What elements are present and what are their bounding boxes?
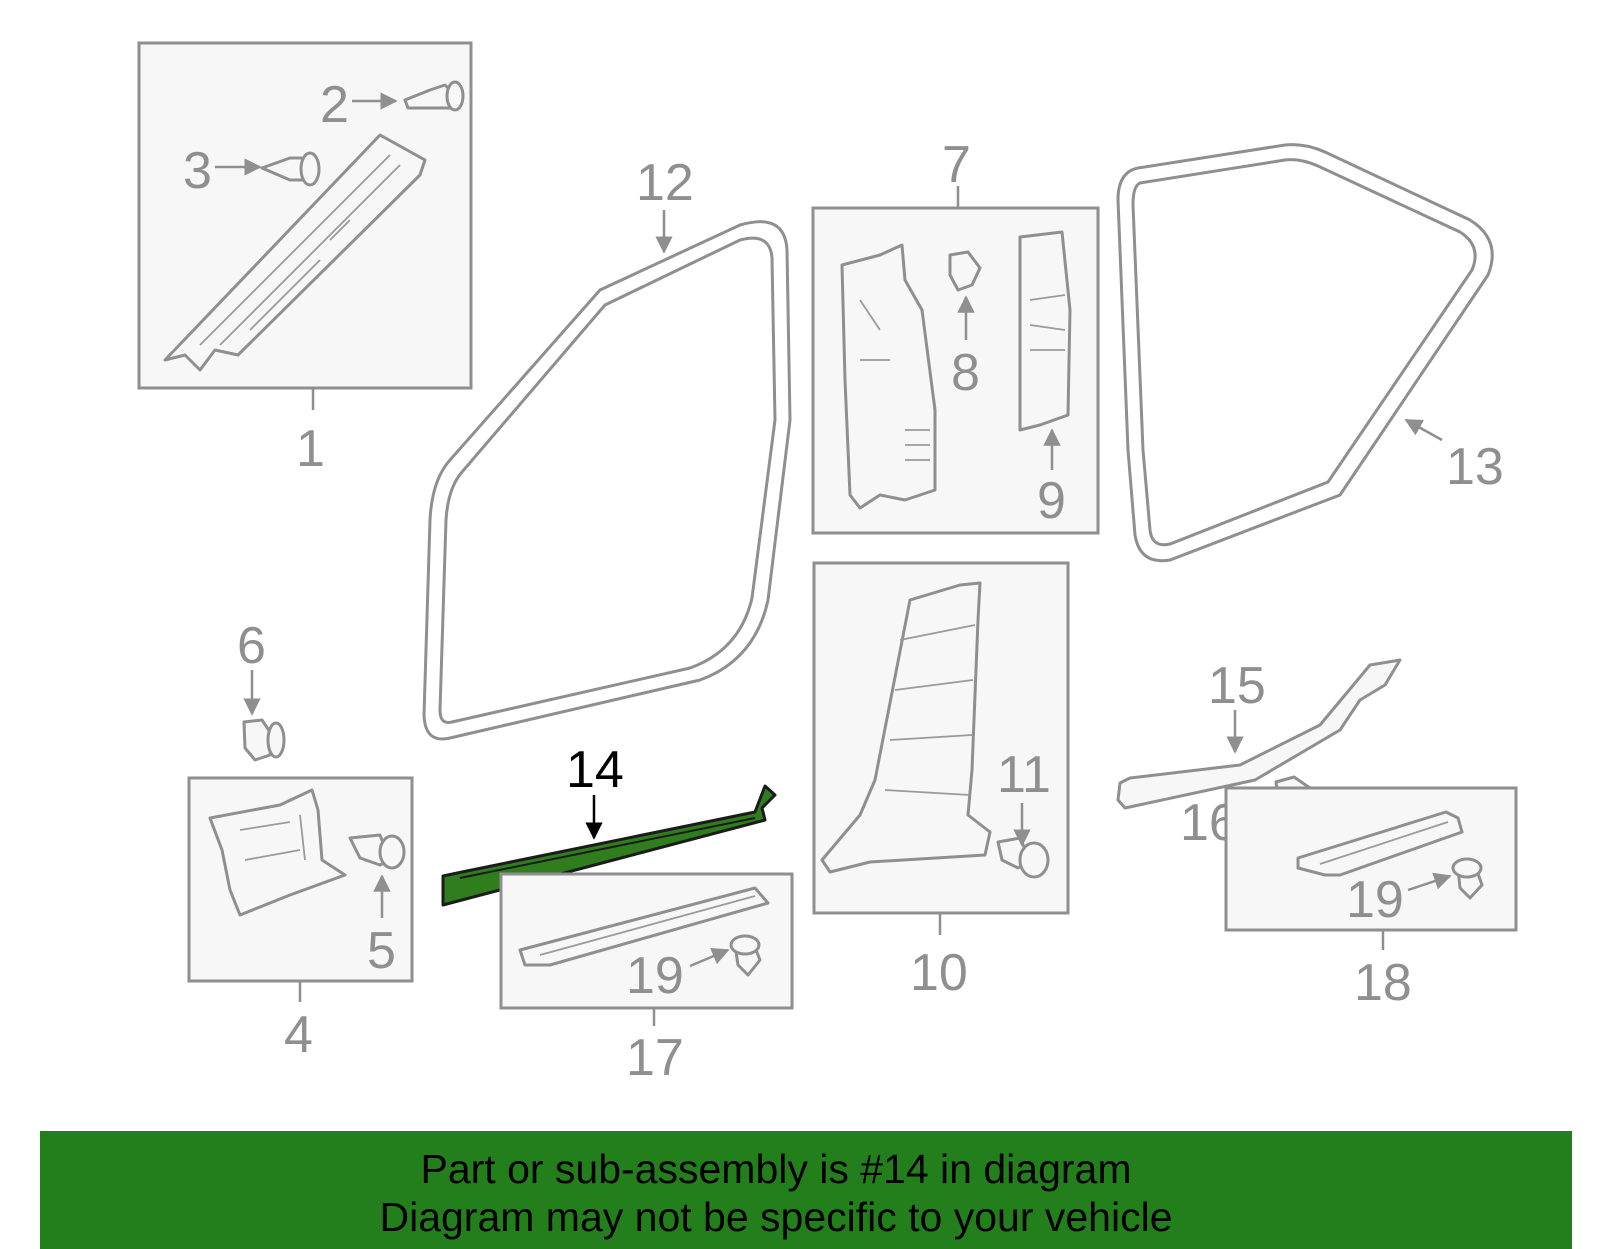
info-banner: Part or sub-assembly is #14 in diagram D… (40, 1131, 1572, 1249)
part-group-18: 19 18 (1224, 786, 1518, 1012)
clip-3[interactable] (260, 151, 321, 187)
part-group-4: 5 4 (187, 776, 414, 1064)
clip-5[interactable] (348, 833, 406, 870)
callout-17: 17 (626, 1029, 684, 1087)
banner-line-2: Diagram may not be specific to your vehi… (379, 1194, 1173, 1240)
callout-9: 9 (1037, 472, 1066, 530)
center-pillar-upper-garnish[interactable] (840, 243, 937, 510)
callout-6: 6 (237, 617, 266, 675)
callout-4: 4 (284, 1006, 313, 1064)
pillar-cover-9[interactable] (1018, 230, 1072, 432)
callout-18: 18 (1354, 954, 1412, 1012)
callout-19-rear: 19 (1346, 871, 1404, 929)
part-group-7: 8 9 7 (811, 136, 1100, 535)
clip-6[interactable] (242, 718, 286, 762)
callout-19-front: 19 (626, 947, 684, 1005)
a-pillar-garnish[interactable] (163, 133, 427, 372)
callout-12: 12 (636, 154, 694, 212)
callout-13: 13 (1446, 438, 1504, 496)
callout-14: 14 (566, 741, 624, 799)
callout-3: 3 (183, 142, 212, 200)
callout-2: 2 (320, 76, 349, 134)
callout-1: 1 (296, 420, 325, 478)
callout-5: 5 (367, 922, 396, 980)
part-12-front-door-weatherstrip[interactable] (422, 220, 792, 741)
callout-7: 7 (942, 136, 971, 194)
part-13-rear-door-weatherstrip[interactable] (1116, 143, 1494, 563)
part-group-1: 2 3 1 (137, 41, 473, 478)
banner-line-1: Part or sub-assembly is #14 in diagram (420, 1146, 1132, 1192)
callout-11: 11 (997, 746, 1051, 804)
clip-8[interactable] (948, 250, 982, 292)
part-group-17: 19 17 (499, 872, 794, 1087)
callout-10: 10 (910, 944, 968, 1002)
cowl-side-trim[interactable] (208, 788, 347, 917)
callout-8: 8 (951, 344, 980, 402)
part-group-10: 11 10 (812, 561, 1070, 1002)
callout-15: 15 (1208, 657, 1266, 715)
clip-2[interactable] (403, 80, 465, 112)
center-pillar-lower-garnish[interactable] (820, 581, 992, 874)
clip-19-front[interactable] (729, 934, 762, 977)
part-15-rear-door-scuff-plate[interactable] (1116, 658, 1402, 810)
clip-19-rear[interactable] (1451, 857, 1484, 900)
